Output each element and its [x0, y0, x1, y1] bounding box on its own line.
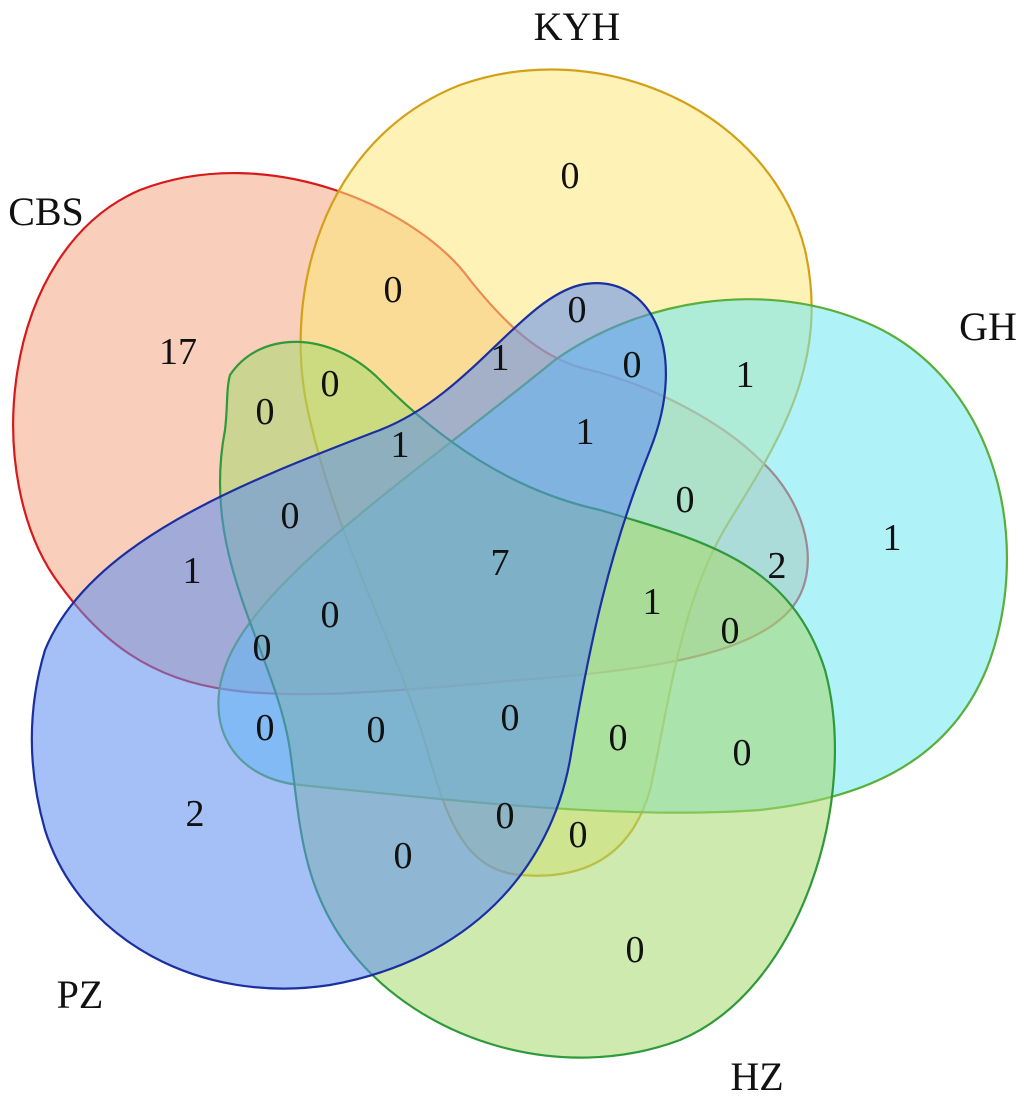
- count-pz-only: 2: [186, 793, 205, 835]
- count-region: 2: [768, 545, 787, 587]
- set-label-gh: GH: [959, 304, 1017, 349]
- count-region: 1: [491, 337, 510, 379]
- count-region: 0: [256, 707, 275, 749]
- count-region: 0: [384, 269, 403, 311]
- count-hz-only: 0: [626, 929, 645, 971]
- count-region: 0: [721, 610, 740, 652]
- count-region: 0: [568, 289, 587, 331]
- set-label-cbs: CBS: [8, 189, 84, 234]
- set-shape-pz: [30, 282, 667, 990]
- count-kyh-only: 0: [561, 155, 580, 197]
- count-cbs-only: 17: [159, 331, 197, 373]
- count-region: 0: [321, 363, 340, 405]
- count-region: 1: [183, 550, 202, 592]
- count-center: 7: [491, 542, 510, 584]
- count-region: 1: [736, 354, 755, 396]
- count-region: 0: [367, 709, 386, 751]
- set-label-hz: HZ: [730, 1054, 783, 1099]
- count-region: 0: [501, 697, 520, 739]
- set-label-pz: PZ: [57, 972, 104, 1017]
- count-region: 0: [733, 732, 752, 774]
- count-region: 0: [496, 795, 515, 837]
- count-region: 0: [256, 391, 275, 433]
- count-region: 1: [391, 424, 410, 466]
- count-region: 0: [569, 814, 588, 856]
- count-region: 0: [676, 479, 695, 521]
- set-label-kyh: KYH: [534, 4, 621, 49]
- count-gh-only: 1: [883, 517, 902, 559]
- count-region: 1: [576, 411, 595, 453]
- count-region: 0: [609, 717, 628, 759]
- count-region: 0: [623, 344, 642, 386]
- count-region: 1: [643, 581, 662, 623]
- count-region: 0: [394, 835, 413, 877]
- count-region: 0: [321, 594, 340, 636]
- count-region: 0: [281, 495, 300, 537]
- count-region: 0: [253, 627, 272, 669]
